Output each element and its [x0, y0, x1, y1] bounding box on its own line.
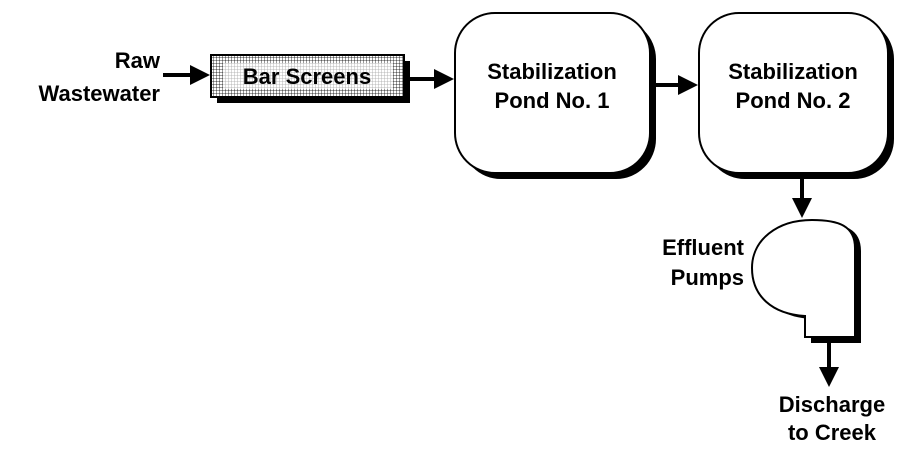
effluent-pumps-label-line1: Effluent	[662, 235, 745, 260]
bar-screens-unit: Bar Screens	[210, 54, 410, 103]
pond1-box	[454, 12, 651, 174]
stabilization-pond-1: Stabilization Pond No. 1	[454, 12, 656, 179]
pond2-label-line2: Pond No. 2	[736, 88, 851, 113]
pond2-label-line1: Stabilization	[728, 59, 858, 84]
pump-body	[750, 218, 856, 338]
pond1-label-line2: Pond No. 1	[495, 88, 610, 113]
discharge-label-line1: Discharge	[779, 392, 885, 417]
bar-screens-label-bg	[223, 63, 393, 89]
raw-wastewater-label-line2: Wastewater	[39, 81, 161, 106]
discharge-label-line2: to Creek	[788, 420, 877, 445]
effluent-pumps-label-line2: Pumps	[671, 265, 744, 290]
pond1-label-line1: Stabilization	[487, 59, 617, 84]
raw-wastewater-label-line1: Raw	[115, 48, 161, 73]
effluent-pump-icon	[750, 218, 861, 343]
pond2-box	[698, 12, 889, 174]
stabilization-pond-2: Stabilization Pond No. 2	[698, 12, 894, 179]
bar-screens-label: Bar Screens	[243, 64, 371, 89]
